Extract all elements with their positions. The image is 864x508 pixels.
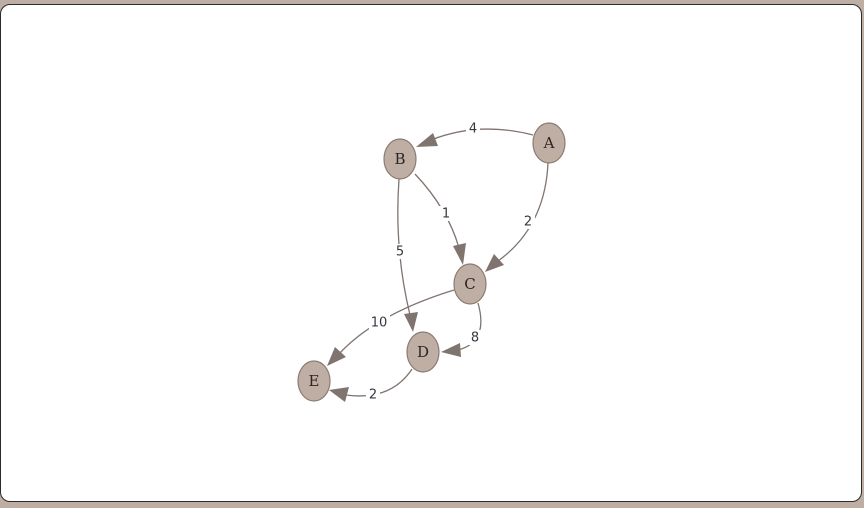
edge-d-e-arrowhead: [329, 387, 349, 402]
edge-d-e: 2: [329, 368, 413, 403]
edge-d-e-weight-bg: [366, 387, 380, 402]
edge-d-e-line: [345, 368, 413, 397]
graph-canvas-frame: 4 2 1 5 8: [0, 4, 862, 502]
node-b-circle[interactable]: [383, 138, 417, 180]
edge-b-d-weight-bg: [393, 244, 407, 259]
edge-a-b-weight-bg: [466, 121, 480, 136]
edge-a-b-line: [430, 128, 534, 141]
edge-c-e-weight-bg: [369, 315, 390, 330]
node-d-circle[interactable]: [406, 331, 440, 373]
edge-a-c-arrowhead: [485, 254, 504, 272]
node-d[interactable]: D: [406, 331, 440, 373]
edge-d-e-weight: 2: [369, 388, 377, 403]
node-a[interactable]: A: [532, 122, 566, 164]
edge-c-d-arrowhead: [441, 343, 461, 357]
edge-a-b-arrowhead: [416, 133, 438, 147]
node-d-label: D: [417, 343, 429, 361]
edge-b-d-weight: 5: [396, 245, 404, 260]
node-b-label: B: [394, 150, 405, 168]
edge-c-e-arrowhead: [327, 347, 346, 366]
edge-b-c-arrowhead: [453, 243, 466, 265]
edge-c-d-weight: 8: [471, 331, 479, 346]
edge-b-c: 1: [414, 173, 466, 265]
edge-b-d: 5: [393, 178, 418, 332]
directed-graph: 4 2 1 5 8: [297, 121, 566, 403]
edge-c-d: 8: [441, 302, 482, 357]
node-e-circle[interactable]: [297, 360, 331, 402]
edge-a-c-weight-bg: [521, 214, 535, 229]
node-c-circle[interactable]: [453, 263, 487, 305]
node-a-circle[interactable]: [532, 122, 566, 164]
node-b[interactable]: B: [383, 138, 417, 180]
node-e-label: E: [309, 372, 320, 390]
edge-b-d-arrowhead: [404, 312, 418, 332]
edge-c-e-weight: 10: [371, 316, 388, 331]
edge-c-e: 10: [327, 289, 455, 366]
edge-c-d-weight-bg: [468, 330, 482, 345]
node-e[interactable]: E: [297, 360, 331, 402]
edge-a-b-weight: 4: [469, 122, 477, 137]
edge-b-c-weight-bg: [439, 206, 453, 221]
node-c-label: C: [464, 275, 475, 293]
edge-a-c-line: [497, 162, 549, 262]
edge-b-c-weight: 1: [442, 207, 450, 222]
edge-a-b: 4: [416, 121, 534, 147]
edge-a-c-weight: 2: [524, 215, 532, 230]
node-a-label: A: [543, 134, 555, 152]
edge-a-c: 2: [485, 162, 549, 272]
node-c[interactable]: C: [453, 263, 487, 305]
